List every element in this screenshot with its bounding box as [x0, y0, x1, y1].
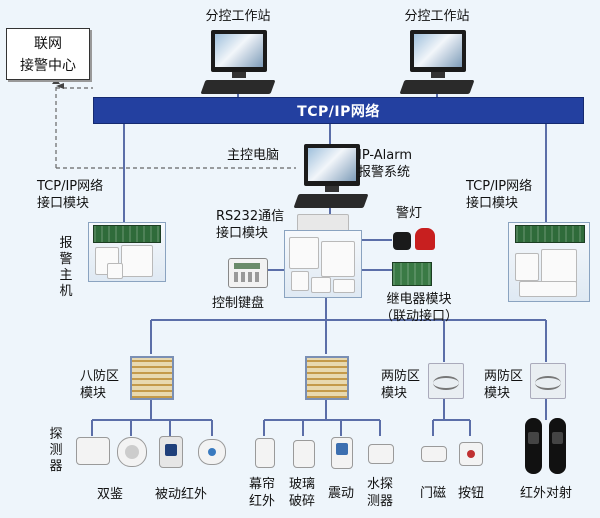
sensor-icon	[293, 440, 315, 468]
ip-alarm-line1: IP-Alarm	[358, 148, 413, 163]
tcp-left-line1: TCP/IP网络	[37, 179, 104, 194]
sensor-icon	[117, 437, 147, 467]
vibration-label: 震动	[328, 486, 355, 501]
network-bus: TCP/IP网络	[93, 97, 584, 124]
door-contact-label: 门磁	[420, 486, 447, 501]
sensor-icon	[421, 446, 447, 462]
alarm-lamp-label: 警灯	[396, 206, 423, 221]
curtain-ir-line2: 红外	[248, 494, 275, 509]
sensor-icon	[255, 438, 275, 468]
zone-module-icon	[530, 363, 566, 399]
tcp-interface-left-label: TCP/IP网络 接口模块	[37, 178, 103, 212]
tcp-module-left-panel	[88, 222, 166, 282]
ip-alarm-line2: 报警系统	[358, 165, 411, 180]
keypad-label: 控制键盘	[212, 296, 265, 311]
sensor-icon	[159, 436, 183, 468]
ip-alarm-label: IP-Alarm 报警系统	[358, 147, 412, 181]
dual-tech-label: 双鉴	[97, 487, 124, 502]
monitoring-center-line2: 接警中心	[20, 58, 76, 74]
tcp-right-line2: 接口模块	[466, 196, 519, 211]
sensor-icon	[368, 444, 394, 464]
workstation-left-label: 分控工作站	[205, 9, 271, 24]
tcp-module-right-panel	[508, 222, 590, 302]
eight-zone-line1: 八防区	[80, 369, 120, 384]
relay-line2: （联动接口）	[379, 309, 458, 324]
two-zone-a-label: 两防区 模块	[381, 368, 420, 402]
computer-icon	[293, 144, 369, 214]
sensor-icon	[76, 437, 110, 465]
keypad-icon	[228, 258, 268, 288]
ir-beam-icon	[549, 418, 566, 474]
glass-break-line1: 玻璃	[288, 477, 315, 492]
tcp-left-line2: 接口模块	[37, 196, 90, 211]
eight-zone-line2: 模块	[80, 386, 107, 401]
two-zone-a-line1: 两防区	[381, 369, 421, 384]
relay-board-icon	[392, 262, 432, 286]
control-panel-icon	[289, 237, 319, 269]
rs232-label: RS232通信 接口模块	[216, 208, 284, 242]
button-label: 按钮	[458, 486, 485, 501]
passive-ir-label: 被动红外	[155, 487, 208, 502]
relay-label: 继电器模块 （联动接口）	[376, 291, 462, 325]
computer-icon	[399, 30, 475, 100]
alarm-lamp-icon	[393, 228, 437, 252]
ir-beam-label: 红外对射	[520, 486, 573, 501]
network-board-icon	[93, 225, 161, 243]
network-board-icon	[515, 225, 585, 243]
glass-break-line2: 破碎	[288, 494, 315, 509]
two-zone-a-line2: 模块	[381, 386, 408, 401]
zone-module-icon	[130, 356, 174, 400]
two-zone-b-line1: 两防区	[484, 369, 524, 384]
glass-break-label: 玻璃 破碎	[284, 476, 320, 510]
main-pc-label: 主控电脑	[227, 148, 280, 163]
curtain-ir-line1: 幕帘	[248, 477, 275, 492]
two-zone-b-label: 两防区 模块	[484, 368, 523, 402]
eight-zone-label: 八防区 模块	[80, 368, 119, 402]
monitoring-center-box: 联网 接警中心	[6, 28, 90, 80]
tcp-right-line1: TCP/IP网络	[466, 179, 533, 194]
zone-module-icon	[305, 356, 349, 400]
sensor-icon	[331, 437, 353, 469]
curtain-ir-label: 幕帘 红外	[244, 476, 280, 510]
water-label: 水探 测器	[362, 476, 398, 510]
tcp-interface-right-label: TCP/IP网络 接口模块	[466, 178, 532, 212]
ir-beam-icon	[525, 418, 542, 474]
rs232-line1: RS232通信	[216, 209, 285, 224]
monitoring-center-line1: 联网	[34, 36, 62, 52]
rs232-line2: 接口模块	[216, 226, 269, 241]
detector-label: 探测器	[49, 427, 63, 474]
computer-icon	[200, 30, 276, 100]
workstation-right-label: 分控工作站	[404, 9, 470, 24]
relay-line1: 继电器模块	[386, 292, 452, 307]
alarm-host-label: 报警主机	[59, 236, 73, 299]
alarm-host-panel	[284, 230, 362, 298]
water-line1: 水探	[366, 477, 393, 492]
two-zone-b-line2: 模块	[484, 386, 511, 401]
sensor-icon	[198, 439, 226, 465]
sensor-icon	[459, 442, 483, 466]
water-line2: 测器	[366, 494, 393, 509]
zone-module-icon	[428, 363, 464, 399]
network-label: TCP/IP网络	[297, 103, 380, 120]
